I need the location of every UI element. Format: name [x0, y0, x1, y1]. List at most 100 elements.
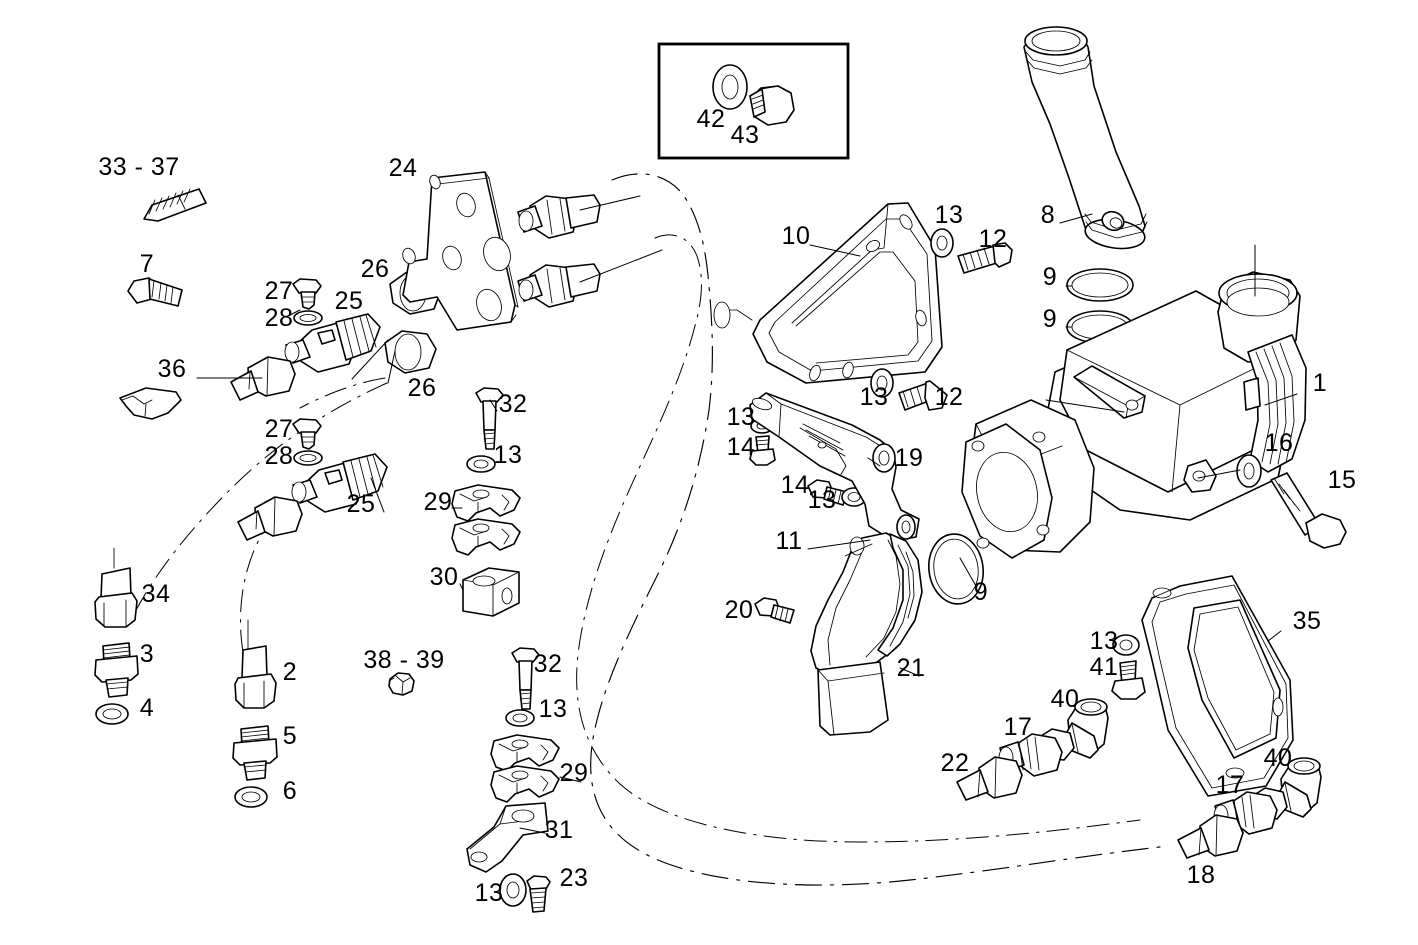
callout-43: 43	[731, 121, 760, 149]
callout-34: 34	[142, 580, 171, 608]
part-10-gasket	[713, 202, 943, 384]
part-34-hollow-screw	[94, 547, 138, 628]
part-3-fitting-nipple	[94, 642, 139, 698]
part-1-heat-exchanger-housing	[961, 271, 1307, 559]
callout-13d: 13	[475, 879, 504, 907]
part-32a-hex-bolt	[475, 387, 504, 450]
callout-40a: 40	[1051, 685, 1080, 713]
part-12b-hex-bolt	[898, 380, 948, 411]
callout-17a: 17	[1004, 713, 1033, 741]
part-38-39-retaining-clip	[388, 672, 415, 696]
callout-16: 16	[1265, 429, 1294, 457]
detail-inset-box	[657, 42, 850, 160]
part-32b-hex-bolt	[511, 647, 540, 710]
part-6-seal-ring	[234, 786, 268, 808]
part-13b-lock-washer	[466, 455, 496, 473]
part-29a-pipe-clamp-lower	[451, 518, 521, 556]
callout-9b: 9	[1043, 305, 1057, 333]
part-15-hex-bolt	[1270, 472, 1347, 549]
part-14b-hex-bolt	[807, 479, 848, 506]
part-28b-sealing-ring	[293, 450, 323, 466]
callout-32a: 32	[499, 390, 528, 418]
callout-25a: 25	[335, 287, 364, 315]
part-13h-lock-washer	[1112, 634, 1140, 656]
callout-14a: 14	[727, 433, 756, 461]
part-2-hollow-screw	[234, 619, 277, 709]
callout-19: 19	[895, 444, 924, 472]
callout-1: 1	[1313, 369, 1327, 397]
callout-31: 31	[545, 816, 574, 844]
part-25b-connector-fitting	[291, 453, 388, 513]
callout-41: 41	[1090, 653, 1119, 681]
part-40a-elbow-fitting	[1035, 698, 1109, 761]
callout-13a: 13	[935, 201, 964, 229]
part-28a-sealing-ring	[293, 310, 323, 326]
callout-26b: 26	[408, 374, 437, 402]
callout-13f: 13	[860, 383, 889, 411]
part-21-coolant-elbow	[810, 532, 923, 736]
part-29b-pipe-clamp-upper	[490, 734, 560, 772]
part-27a-banjo-screw	[292, 278, 322, 310]
callout-9a: 9	[1043, 263, 1057, 291]
part-29a-pipe-clamp-upper	[451, 484, 521, 522]
part-23-hex-bolt	[526, 875, 551, 913]
part-14a-hex-bolt	[749, 435, 776, 466]
callout-25b: 25	[347, 490, 376, 518]
part-8-coolant-pipe	[1023, 26, 1148, 250]
callout-18: 18	[1187, 861, 1216, 889]
part-35-mounting-plate	[1141, 575, 1294, 797]
part-13c-lock-washer	[505, 709, 535, 727]
leader-lines	[196, 195, 1298, 834]
callout-23: 23	[560, 864, 589, 892]
callout-21: 21	[897, 654, 926, 682]
callout-9c: 9	[974, 578, 988, 606]
part-33-37-stud-bolt	[143, 188, 207, 222]
callout-28a: 28	[265, 304, 294, 332]
part-13f-lock-washer	[870, 368, 894, 398]
callout-4: 4	[140, 694, 154, 722]
part-26b-union-nut	[384, 330, 437, 374]
callout-8: 8	[1041, 201, 1055, 229]
hose-fitting-upper-right	[517, 194, 601, 239]
part-9c-o-ring	[928, 533, 984, 605]
callout-32b: 32	[534, 650, 563, 678]
callout-2: 2	[283, 658, 297, 686]
callout-35: 35	[1293, 607, 1322, 635]
callout-13c: 13	[539, 695, 568, 723]
callout-5: 5	[283, 722, 297, 750]
callout-22: 22	[941, 749, 970, 777]
callout-33-37: 33 - 37	[98, 153, 179, 181]
callout-12b: 12	[935, 383, 964, 411]
callout-20: 20	[725, 596, 754, 624]
part-4-seal-ring	[95, 703, 129, 725]
part-12a-hex-bolt	[957, 242, 1013, 274]
callout-13h: 13	[1090, 627, 1119, 655]
part-13d-lock-washer	[499, 873, 527, 907]
part-29b-pipe-clamp-lower	[490, 765, 560, 803]
callout-24: 24	[389, 154, 418, 182]
part-16-lock-washer	[1236, 454, 1262, 488]
part-20-hex-bolt	[754, 597, 795, 624]
part-43-screw-plug	[749, 85, 795, 126]
part-30-clamp-block	[462, 567, 520, 617]
callout-28b: 28	[265, 442, 294, 470]
callout-29a: 29	[424, 488, 453, 516]
callout-42: 42	[697, 105, 726, 133]
part-41-hex-bolt	[1111, 660, 1146, 700]
callout-17b: 17	[1216, 771, 1245, 799]
callout-36: 36	[158, 355, 187, 383]
callout-6: 6	[283, 777, 297, 805]
callout-7: 7	[140, 250, 154, 278]
part-13g-lock-washer	[841, 487, 867, 507]
part-27b-banjo-screw	[292, 418, 322, 450]
callout-15: 15	[1328, 466, 1357, 494]
hose-end-nut-lower	[237, 496, 303, 541]
part-36-retaining-clip	[119, 387, 182, 420]
callout-27a: 27	[265, 277, 294, 305]
callout-3: 3	[140, 640, 154, 668]
hose-fitting-lower-right	[517, 263, 601, 308]
callout-40b: 40	[1264, 744, 1293, 772]
callout-30: 30	[430, 563, 459, 591]
